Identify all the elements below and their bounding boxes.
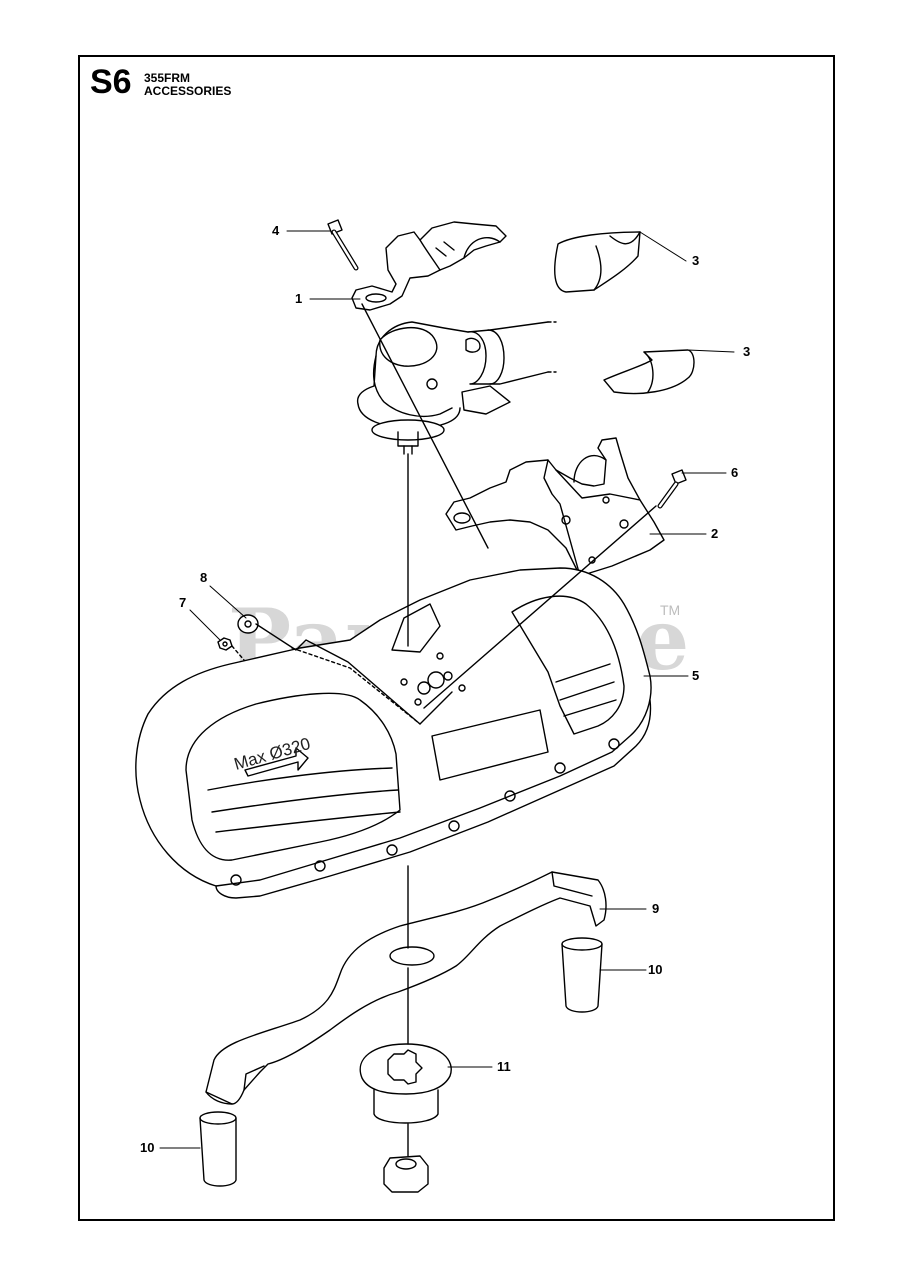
part-8-washer[interactable] <box>237 614 259 634</box>
callout-4[interactable]: 4 <box>272 223 280 238</box>
callout-1[interactable]: 1 <box>295 291 303 306</box>
leader-lines <box>159 230 735 1149</box>
page-frame <box>78 55 835 1221</box>
watermark-tm: TM <box>660 602 681 618</box>
part-9-blade[interactable] <box>205 871 607 1105</box>
callout-3-upper[interactable]: 3 <box>692 253 700 268</box>
part-10-sleeve-left[interactable] <box>199 1111 237 1187</box>
model-label: 355FRM <box>144 71 191 85</box>
callout-2[interactable]: 2 <box>711 526 719 541</box>
callout-10-right[interactable]: 10 <box>648 962 663 977</box>
part-6-screw[interactable] <box>657 469 687 509</box>
gear-head <box>356 321 557 455</box>
part-1-clamp[interactable] <box>351 221 507 311</box>
callout-9[interactable]: 9 <box>652 901 660 916</box>
part-4-bolt[interactable] <box>327 219 359 271</box>
part-3-bushing-upper[interactable] <box>554 231 641 293</box>
part-2-bracket[interactable] <box>445 437 665 577</box>
blade-nut <box>383 1155 429 1193</box>
callout-11[interactable]: 11 <box>497 1059 511 1074</box>
callout-10-left[interactable]: 10 <box>140 1140 155 1155</box>
section-title: ACCESSORIES <box>144 84 232 98</box>
page-code: S6 <box>90 63 132 101</box>
part-5-guard[interactable] <box>135 567 652 899</box>
part-10-sleeve-right[interactable] <box>561 937 603 1013</box>
part-11-support-cup[interactable] <box>359 1043 452 1124</box>
callout-5[interactable]: 5 <box>692 668 700 683</box>
callout-3-lower[interactable]: 3 <box>743 344 751 359</box>
callout-8[interactable]: 8 <box>200 570 208 585</box>
callout-6[interactable]: 6 <box>731 465 739 480</box>
assembly-guides <box>231 303 657 1157</box>
part-3-bushing-lower[interactable] <box>603 349 695 395</box>
callout-7[interactable]: 7 <box>179 595 187 610</box>
